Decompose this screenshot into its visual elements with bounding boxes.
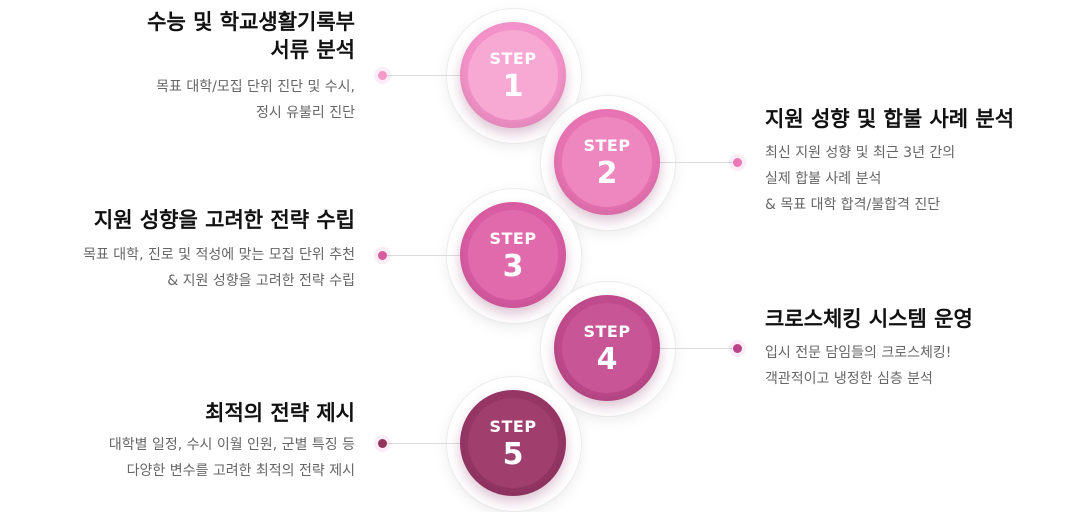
step-1-number: 1 bbox=[502, 69, 524, 104]
step-1-description: 목표 대학/모집 단위 진단 및 수시, 정시 유불리 진단 bbox=[156, 74, 355, 126]
step-4-description: 입시 전문 담임들의 크로스체킹! 객관적이고 냉정한 심층 분석 bbox=[765, 340, 951, 392]
step-1-dot bbox=[378, 71, 387, 80]
step-5-circle-inner bbox=[468, 398, 558, 488]
step-3-dot bbox=[378, 251, 387, 260]
step-1-description-line: 정시 유불리 진단 bbox=[255, 105, 355, 121]
step-2-dot bbox=[733, 158, 742, 167]
step-4-title-line: 크로스체킹 시스템 운영 bbox=[765, 307, 973, 331]
step-3-title: 지원 성향을 고려한 전략 수립 bbox=[94, 206, 355, 234]
step-3-title-line: 지원 성향을 고려한 전략 수립 bbox=[93, 208, 355, 232]
step-2-circle-inner bbox=[562, 117, 652, 207]
step-3-number: 3 bbox=[502, 249, 524, 284]
step-4-label: STEP bbox=[583, 322, 631, 341]
step-5-label: STEP bbox=[489, 417, 537, 436]
step-5-title-line: 최적의 전략 제시 bbox=[205, 401, 355, 425]
step-5-title: 최적의 전략 제시 bbox=[205, 399, 355, 427]
step-5-dot bbox=[378, 439, 387, 448]
step-4-number: 4 bbox=[596, 342, 618, 377]
step-2-description-line: 실제 합불 사례 분석 bbox=[765, 171, 882, 187]
step-3-connector bbox=[383, 255, 460, 256]
step-1-label: STEP bbox=[489, 49, 537, 68]
step-2-number: 2 bbox=[596, 156, 618, 191]
step-2-title: 지원 성향 및 합불 사례 분석 bbox=[765, 105, 1014, 133]
step-4-dot bbox=[733, 344, 742, 353]
step-1-title-line: 서류 분석 bbox=[270, 38, 355, 62]
step-5-number: 5 bbox=[502, 437, 524, 472]
step-1-description-line: 목표 대학/모집 단위 진단 및 수시, bbox=[156, 79, 355, 95]
step-3-circle-inner bbox=[468, 210, 558, 300]
step-1-title-line: 수능 및 학교생활기록부 bbox=[147, 10, 355, 34]
step-4-connector bbox=[660, 348, 738, 349]
step-5-description-line: 다양한 변수를 고려한 최적의 전략 제시 bbox=[126, 463, 355, 479]
step-2-description-line: & 목표 대학 합격/불합격 진단 bbox=[765, 197, 941, 213]
step-2-description-line: 최신 지원 성향 및 최근 3년 간의 bbox=[765, 145, 956, 161]
step-4-description-line: 객관적이고 냉정한 심층 분석 bbox=[765, 371, 933, 387]
step-4-title: 크로스체킹 시스템 운영 bbox=[765, 305, 973, 333]
step-3-description: 목표 대학, 진로 및 적성에 맞는 모집 단위 추천 & 지원 성향을 고려한 … bbox=[83, 242, 355, 294]
step-4-circle-inner bbox=[562, 303, 652, 393]
step-3-description-line: 목표 대학, 진로 및 적성에 맞는 모집 단위 추천 bbox=[83, 247, 355, 263]
step-1-connector bbox=[383, 75, 460, 76]
step-3-label: STEP bbox=[489, 229, 537, 248]
step-5-description-line: 대학별 일정, 수시 이월 인원, 군별 특징 등 bbox=[108, 437, 355, 453]
step-5-connector bbox=[383, 443, 460, 444]
step-4-description-line: 입시 전문 담임들의 크로스체킹! bbox=[765, 345, 952, 361]
step-2-label: STEP bbox=[583, 136, 631, 155]
step-2-connector bbox=[660, 162, 738, 163]
step-2-title-line: 지원 성향 및 합불 사례 분석 bbox=[765, 107, 1015, 131]
step-1-circle-inner bbox=[468, 30, 558, 120]
step-3-description-line: & 지원 성향을 고려한 전략 수립 bbox=[167, 273, 355, 289]
